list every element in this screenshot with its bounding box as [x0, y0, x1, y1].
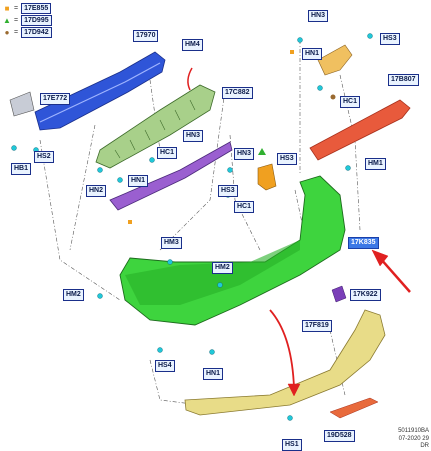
legend-circle-icon: ● — [4, 27, 10, 37]
legend-code: 17E855 — [21, 3, 52, 14]
legend-equals: = — [14, 29, 19, 36]
legend-row-2: ▲ = 17D995 — [3, 15, 52, 26]
footer-ref-1: 5011910BA — [398, 428, 429, 434]
label-hm1[interactable]: HM1 — [365, 158, 386, 170]
legend-row-1: ■ = 17E855 — [3, 3, 52, 14]
label-hc1-center[interactable]: HC1 — [234, 201, 255, 213]
label-hs2[interactable]: HS2 — [34, 151, 54, 163]
label-hn2-mid[interactable]: HN2 — [86, 185, 107, 197]
legend-row-3: ● = 17D942 — [3, 27, 52, 38]
label-hc1-top[interactable]: HC1 — [340, 96, 361, 108]
legend-equals: = — [14, 17, 19, 24]
label-17e772[interactable]: 17E772 — [40, 93, 71, 105]
legend-triangle-icon: ▲ — [3, 15, 11, 25]
step-pad — [309, 99, 411, 161]
label-hm2-center[interactable]: HM2 — [212, 262, 233, 274]
footer-ref-2: 07-2020 29 — [398, 436, 429, 442]
legend-equals: = — [14, 5, 19, 12]
energy-absorber — [95, 84, 216, 169]
label-19d528[interactable]: 19D528 — [324, 430, 355, 442]
lower-valance — [184, 309, 386, 416]
label-17k835[interactable]: 17K835 — [348, 237, 379, 249]
label-17970[interactable]: 17970 — [133, 30, 159, 42]
label-hn3-mid[interactable]: HN3 — [183, 130, 204, 142]
red-arrows — [187, 67, 411, 397]
label-hs3-center[interactable]: HS3 — [218, 185, 238, 197]
label-hc1-mid[interactable]: HC1 — [157, 147, 178, 159]
bracket-19d528 — [329, 397, 379, 419]
label-17c882[interactable]: 17C882 — [222, 87, 253, 99]
purple-bracket — [109, 141, 233, 211]
label-hm4[interactable]: HM4 — [182, 39, 203, 51]
label-hn3-center[interactable]: HN3 — [234, 148, 255, 160]
label-hm2-left[interactable]: HM2 — [63, 289, 84, 301]
center-bracket — [257, 163, 277, 191]
label-17b807[interactable]: 17B807 — [388, 74, 419, 86]
upper-bracket — [317, 44, 353, 76]
label-hn3-top[interactable]: HN3 — [308, 10, 329, 22]
label-hn1-top[interactable]: HN1 — [302, 48, 323, 60]
legend-square-icon: ■ — [4, 3, 10, 13]
label-17f819[interactable]: 17F819 — [302, 320, 332, 332]
label-hb1[interactable]: HB1 — [11, 163, 32, 175]
clip-17k922 — [331, 285, 347, 303]
label-hs4[interactable]: HS4 — [155, 360, 175, 372]
label-hs1[interactable]: HS1 — [282, 439, 302, 451]
legend-code: 17D995 — [21, 15, 52, 26]
reinforcement-beam — [34, 51, 166, 131]
beam-bracket — [9, 91, 35, 117]
fastener-markers — [128, 50, 336, 224]
label-hs3-right[interactable]: HS3 — [277, 153, 297, 165]
reinforcement-beam-flange — [39, 62, 161, 123]
legend-code: 17D942 — [21, 27, 52, 38]
label-hn1-mid[interactable]: HN1 — [128, 175, 149, 187]
label-hn1-bottom[interactable]: HN1 — [203, 368, 224, 380]
label-hs3-top[interactable]: HS3 — [380, 33, 400, 45]
label-17k922[interactable]: 17K922 — [350, 289, 381, 301]
energy-absorber-ribs — [114, 99, 196, 159]
label-hm3[interactable]: HM3 — [161, 237, 182, 249]
footer-ref-3: DR — [420, 443, 429, 449]
